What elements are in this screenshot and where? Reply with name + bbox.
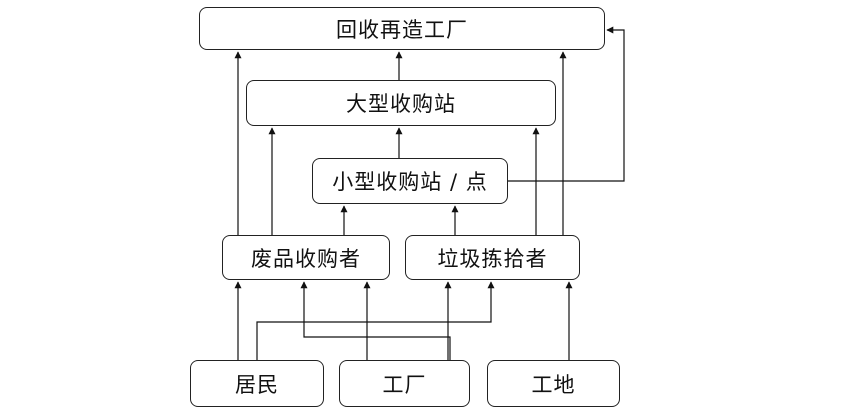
node-recycling-factory: 回收再造工厂 <box>199 7 605 50</box>
node-factories: 工厂 <box>339 360 470 407</box>
node-scavenger: 垃圾拣拾者 <box>405 235 580 280</box>
edge-factory-to-waste <box>300 281 451 360</box>
node-large-collection-station: 大型收购站 <box>246 80 556 126</box>
edge-small-to-factory-top <box>508 26 625 182</box>
node-construction-sites: 工地 <box>487 360 620 407</box>
node-small-collection-station: 小型收购站 / 点 <box>312 158 508 204</box>
node-residents: 居民 <box>190 360 324 407</box>
node-waste-buyer: 废品收购者 <box>222 235 390 280</box>
edge-resident-to-picker <box>256 281 495 360</box>
